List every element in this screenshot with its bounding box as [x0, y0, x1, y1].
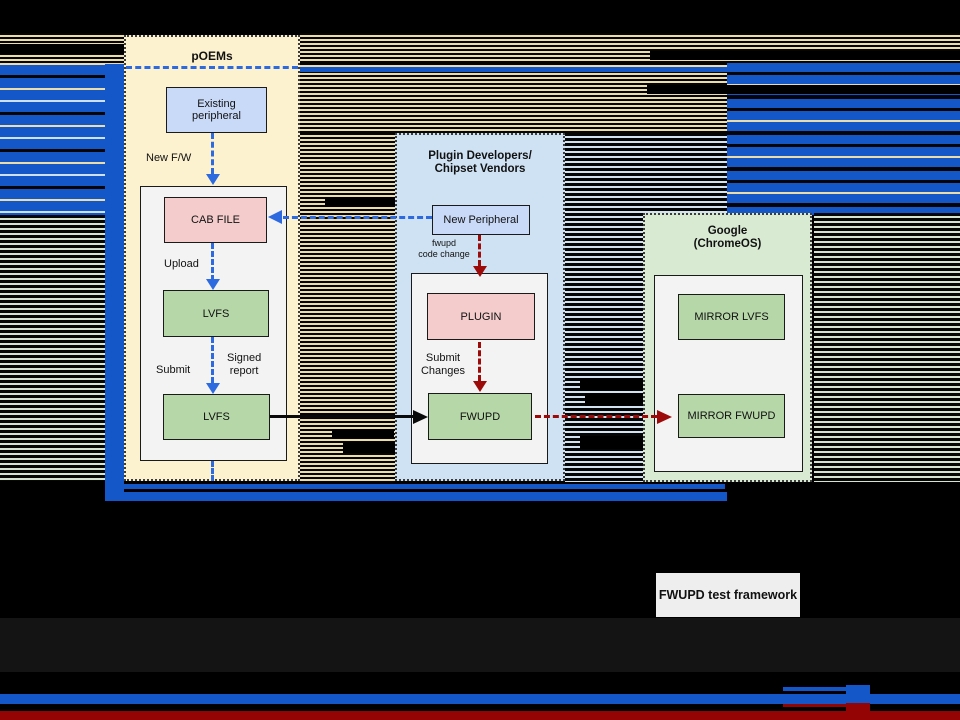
- glitch-stripes-tan-column: [300, 133, 395, 482]
- label-submit-changes: Submit Changes: [420, 352, 466, 377]
- arrow-submit-head-icon: [206, 383, 220, 394]
- label-submit: Submit: [156, 364, 191, 376]
- arrow-new-fw-head-icon: [206, 174, 220, 185]
- node-lvfs-submit: LVFS: [163, 394, 270, 440]
- glitch-red-square: [846, 703, 870, 713]
- redacted-bar: [332, 429, 394, 438]
- arrow-upload-line: [211, 243, 214, 281]
- label-new-fw: New F/W: [146, 152, 192, 164]
- node-new-peripheral: New Peripheral: [432, 205, 530, 235]
- glitch-dark-band: [0, 618, 960, 672]
- glitch-blue-left: [0, 65, 105, 215]
- arrow-lvfs-to-fwupd-line: [270, 415, 415, 418]
- label-fwupd-code-change: fwupd code change: [418, 238, 470, 259]
- panel-poems-title: pOEMs: [191, 49, 233, 63]
- node-existing-peripheral: Existing peripheral: [166, 87, 267, 133]
- glitch-stripes-lightblue-a: [565, 133, 643, 482]
- glitch-stripes-tan-mid: [300, 63, 727, 133]
- poems-top-dashed-line: [126, 66, 298, 69]
- node-mirror-lvfs: MIRROR LVFS: [678, 294, 785, 340]
- redacted-bar: [580, 378, 643, 390]
- glitch-blue-bar: [105, 492, 727, 501]
- arrow-submit-changes-head-icon: [473, 381, 487, 392]
- glitch-stripes-green-left: [0, 215, 105, 481]
- glitch-stripes-lightblue-b: [643, 133, 727, 213]
- arrow-lvfs-to-fwupd-head-icon: [413, 410, 428, 424]
- redacted-bar: [343, 442, 395, 453]
- bottom-red-bar: [0, 711, 960, 720]
- node-mirror-fwupd: MIRROR FWUPD: [678, 394, 785, 438]
- arrow-new-fw-line: [211, 133, 214, 174]
- arrow-submit-changes-line: [478, 342, 481, 381]
- node-lvfs-upload: LVFS: [163, 290, 269, 337]
- redacted-bar: [325, 197, 397, 207]
- glitch-blue-column: [105, 64, 124, 501]
- arrow-fwupd-to-mirror-line: [535, 415, 657, 418]
- glitch-blue-topline: [300, 67, 960, 72]
- arrow-new-peripheral-line: [283, 216, 432, 219]
- node-test-framework: FWUPD test framework: [656, 573, 800, 617]
- bottom-blue-bar: [0, 694, 960, 704]
- node-cab-file: CAB FILE: [164, 197, 267, 243]
- arrow-submit-line: [211, 337, 214, 383]
- redacted-bar: [580, 436, 643, 449]
- glitch-blue-bar-thin: [105, 484, 725, 489]
- label-upload: Upload: [164, 258, 199, 270]
- redacted-bar: [650, 51, 960, 60]
- glitch-stripes-green-right: [814, 213, 960, 482]
- glitch-blue-segment: [783, 687, 846, 691]
- glitch-black-chunk: [0, 44, 124, 54]
- panel-plugin-devs-title: Plugin Developers/ Chipset Vendors: [428, 150, 532, 175]
- arrow-upload-head-icon: [206, 279, 220, 290]
- arrow-code-change-line: [478, 235, 481, 266]
- redacted-bar: [647, 85, 960, 94]
- glitch-red-segment: [783, 704, 846, 707]
- redacted-bar: [585, 393, 643, 406]
- node-fwupd: FWUPD: [428, 393, 532, 440]
- node-plugin: PLUGIN: [427, 293, 535, 340]
- panel-google-title: Google (ChromeOS): [693, 225, 762, 250]
- arrow-new-peripheral-head-icon: [268, 210, 282, 224]
- label-signed-report: Signed report: [227, 352, 262, 377]
- arrow-fwupd-to-mirror-head-icon: [657, 410, 672, 424]
- poems-exit-dashed-line: [211, 461, 214, 481]
- arrow-code-change-head-icon: [473, 266, 487, 277]
